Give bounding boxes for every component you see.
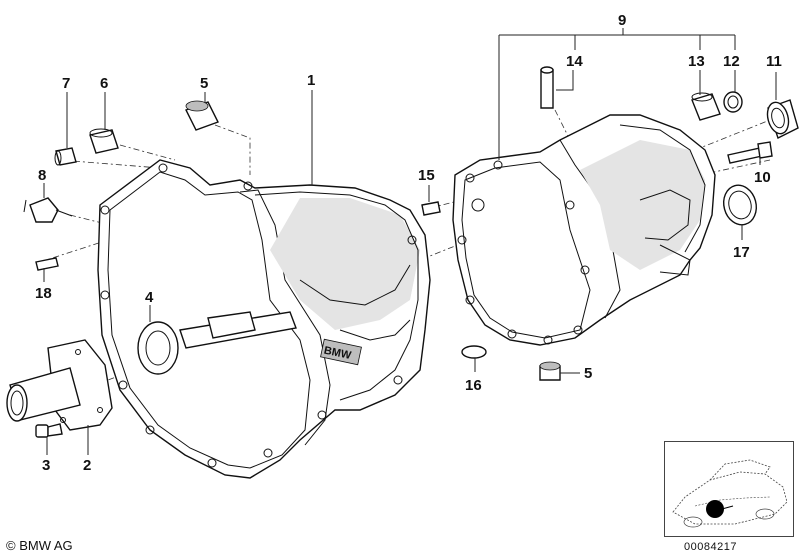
callout-5-lower: 5 xyxy=(584,365,592,382)
bushing-part-6[interactable] xyxy=(89,128,119,154)
location-marker-icon xyxy=(706,500,724,518)
callout-16: 16 xyxy=(465,377,482,394)
callout-14: 14 xyxy=(566,53,583,70)
screw-part-3[interactable] xyxy=(35,423,63,438)
housing-bolt-holes xyxy=(100,163,417,468)
callout-3: 3 xyxy=(42,457,50,474)
callout-17: 17 xyxy=(733,244,750,261)
callout-6: 6 xyxy=(100,75,108,92)
callout-13: 13 xyxy=(688,53,705,70)
callout-7: 7 xyxy=(62,75,70,92)
transmission-case-part-9[interactable] xyxy=(452,114,716,346)
callout-10: 10 xyxy=(754,169,771,186)
callout-4: 4 xyxy=(145,289,154,306)
document-number: 00084217 xyxy=(684,541,737,553)
guide-sleeve-part-2[interactable] xyxy=(6,339,113,431)
cap-part-16[interactable] xyxy=(461,345,487,359)
callout-numbers: 1 5 6 7 8 18 4 3 2 15 16 5 9 14 13 12 11… xyxy=(35,12,782,474)
seal-part-11[interactable] xyxy=(764,99,799,139)
switch-part-8[interactable] xyxy=(23,197,73,223)
callout-12: 12 xyxy=(723,53,740,70)
callout-9: 9 xyxy=(618,12,626,29)
bolt-part-10[interactable] xyxy=(727,141,773,164)
plug-part-5-upper[interactable] xyxy=(185,100,219,131)
car-outline-icon xyxy=(672,459,788,528)
pin-part-18[interactable] xyxy=(35,257,59,271)
ring-seal-part-17[interactable] xyxy=(719,182,760,229)
ring-part-12[interactable] xyxy=(723,91,743,113)
callout-18: 18 xyxy=(35,285,52,302)
callout-2: 2 xyxy=(83,457,91,474)
callout-15: 15 xyxy=(418,167,435,184)
callout-1: 1 xyxy=(307,72,315,89)
housing-logo-text: BMW xyxy=(323,345,353,363)
sleeve-part-7[interactable] xyxy=(54,147,77,166)
dowel-pin-part-14[interactable] xyxy=(540,66,554,109)
seal-ring-part-4[interactable] xyxy=(137,321,179,375)
callout-5-upper: 5 xyxy=(200,75,208,92)
pin-part-15[interactable] xyxy=(421,201,441,216)
needle-bearing-part-13[interactable] xyxy=(691,92,721,121)
copyright-text: © BMW AG xyxy=(6,538,73,553)
leader-lines xyxy=(43,28,777,455)
callout-11: 11 xyxy=(766,53,782,70)
vehicle-location-inset xyxy=(664,441,794,537)
bell-housing-part-1[interactable]: BMW xyxy=(97,159,431,479)
case-bolt-holes xyxy=(457,160,590,345)
plug-part-5-lower[interactable] xyxy=(539,361,561,381)
callout-8: 8 xyxy=(38,167,46,184)
